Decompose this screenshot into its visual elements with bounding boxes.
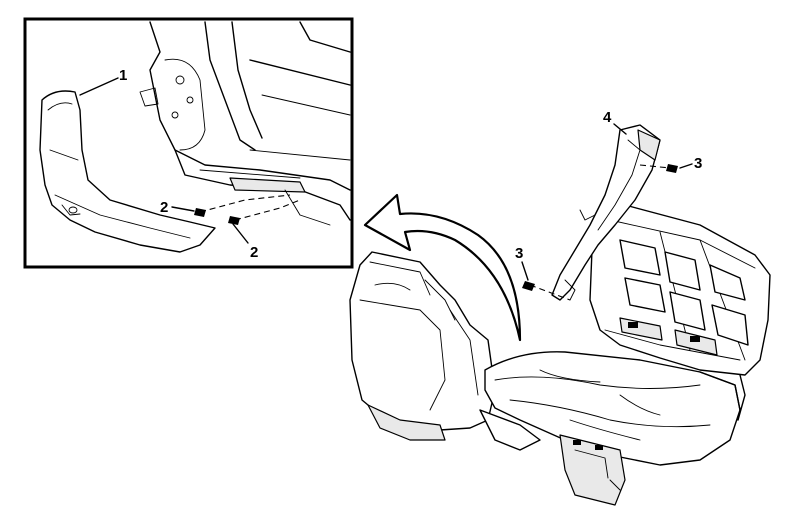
callout-2-bottom: 2 xyxy=(250,244,258,261)
callout-leader-1 xyxy=(79,77,119,96)
seat-hinge-frame xyxy=(139,21,351,226)
folded-seat-cushion xyxy=(349,251,496,441)
seatbelt-trim-part-4 xyxy=(551,124,661,301)
callout-4: 4 xyxy=(603,109,612,126)
callout-2-left: 2 xyxy=(160,199,168,216)
callout-leader-4 xyxy=(613,123,627,135)
fastener-group-2 xyxy=(171,194,301,244)
seat-back-frame xyxy=(589,204,771,421)
callout-1: 1 xyxy=(119,67,127,84)
seat-bottom-cushion xyxy=(484,351,741,466)
callout-3-left: 3 xyxy=(515,245,523,262)
callout-3-top: 3 xyxy=(694,155,702,172)
curved-fold-arrow-icon xyxy=(363,193,522,342)
seat-base xyxy=(479,409,626,506)
bolt-icon xyxy=(521,163,693,301)
detail-inset: 1 2 2 xyxy=(23,17,354,269)
trim-cover-part-1 xyxy=(39,90,216,253)
